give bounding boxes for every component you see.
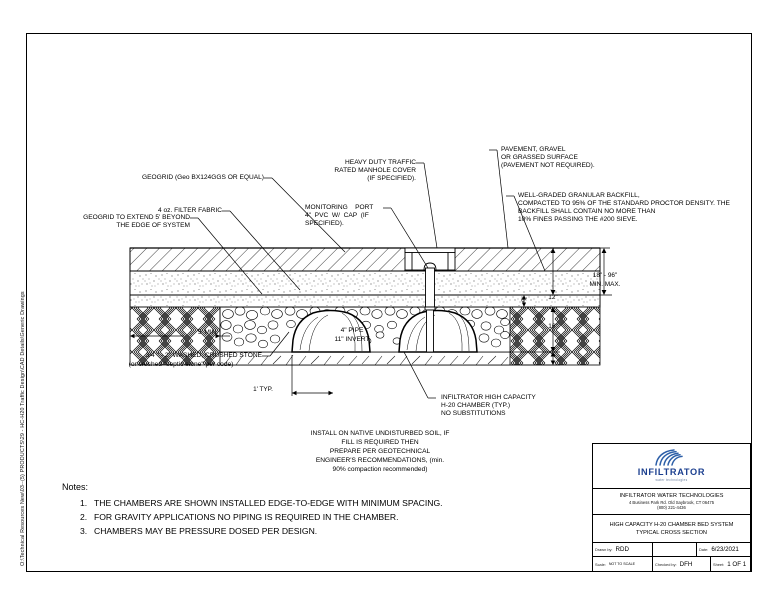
scale-value: NOT TO SCALE [608,562,635,567]
drawn-by-value: RDD [615,546,629,554]
callout-backfill-line2: COMPACTED TO 95% OF THE STANDARD PROCTOR… [518,200,730,207]
callout-chamber-line3: NO SUBSTITUTIONS [441,410,506,417]
blank-field [653,543,697,557]
callout-pipe-line2: 11" INVERT [334,336,370,343]
title-block-row-1: Drawn by: RDD Date: 6/23/2021 [593,543,750,558]
dimension-cover-depth-line2: MIN. MAX. [589,281,621,288]
callout-monitoring-port-line3: SPECIFIED). [305,220,344,227]
note-item: 1. THE CHAMBERS ARE SHOWN INSTALLED EDGE… [62,496,542,510]
callout-subgrade-line1: INSTALL ON NATIVE UNDISTURBED SOIL, IF [310,430,450,437]
date-field: Date: 6/23/2021 [697,543,750,556]
scale-label: Scale: [595,561,606,567]
callout-geogrid-type: GEOGRID (Geo BX124GGS OR EQUAL) [141,174,264,181]
notes-title: Notes: [62,482,89,492]
callout-monitoring-port-line1: MONITORING PORT [305,204,374,211]
note-item: 2. FOR GRAVITY APPLICATIONS NO PIPING IS… [62,510,542,524]
note-number: 2. [80,512,88,522]
dimension-12-inch: 12" [548,294,558,301]
callout-backfill-line3: BACKFILL SHALL CONTAIN NO MORE THAN [518,208,656,215]
callout-chamber-line2: H-20 CHAMBER (TYP.) [441,402,511,409]
callout-manhole-line2: RATED MANHOLE COVER [334,167,416,174]
drawing-title-line1: HIGH CAPACITY H-20 CHAMBER BED SYSTEM [609,521,734,528]
dimension-6-inch: 6" [521,297,527,304]
company-name: INFILTRATOR WATER TECHNOLOGIES [619,493,724,500]
callout-manhole-line3: (IF SPECIFIED). [367,175,416,182]
sheet-field: Sheet: 1 OF 1 [711,557,750,571]
callout-backfill-line4: 10% FINES PASSING THE #200 SIEVE. [518,216,638,223]
infiltrator-wave-icon [654,449,683,467]
note-text: CHAMBERS MAY BE PRESSURE DOSED PER DESIG… [94,526,318,536]
drawn-by-label: Drawn by: [595,547,613,553]
dimension-5-ft-min: 5' MIN. [197,329,219,336]
drawing-title-line2: TYPICAL CROSS SECTION [636,529,707,536]
dimension-1-ft-typ: 1' TYP. [253,386,273,393]
callout-stone-line1: 3/4 " - 2" WASHED, CRUSHED STONE [145,352,262,359]
company-address: 4 Business Park Rd. Old Saybrook, CT 064… [628,500,715,506]
checked-by-field: Checked by: DFH [653,557,711,571]
callout-geogrid-extend-line2: THE EDGE OF SYSTEM [116,222,190,229]
note-text: FOR GRAVITY APPLICATIONS NO PIPING IS RE… [94,512,399,522]
drawing-description: HIGH CAPACITY H-20 CHAMBER BED SYSTEM TY… [593,515,750,544]
callout-pipe-line1: 4" PIPE [340,327,364,334]
drawn-by-field: Drawn by: RDD [593,543,653,557]
dimension-16-inch: 16" [548,323,558,330]
callout-pavement-line2: OR GRASSED SURFACE [501,154,578,161]
notes-block: Notes: 1. THE CHAMBERS ARE SHOWN INSTALL… [62,482,542,538]
checked-by-label: Checked by: [655,561,677,567]
dimension-cover-depth-line1: 18" - 96" [592,272,618,279]
sheet-border [26,33,752,572]
title-block-row-2: Scale: NOT TO SCALE Checked by: DFH Shee… [593,557,750,571]
callout-subgrade-line5: 90% compaction recommended) [332,466,428,473]
callout-backfill-line1: WELL-GRADED GRANULAR BACKFILL, [518,192,640,199]
callout-pavement-line3: (PAVEMENT NOT REQUIRED). [501,162,595,169]
date-label: Date: [699,547,709,553]
note-number: 3. [80,526,88,536]
checked-by-value: DFH [679,560,693,568]
sheet-value: 1 OF 1 [727,560,747,568]
callout-pavement-line1: PAVEMENT, GRAVEL [501,146,566,153]
callout-chamber-line1: INFILTRATOR HIGH CAPACITY [441,394,536,401]
note-item: 3. CHAMBERS MAY BE PRESSURE DOSED PER DE… [62,524,542,538]
scale-field: Scale: NOT TO SCALE [593,557,653,571]
company-info: INFILTRATOR WATER TECHNOLOGIES 4 Busines… [593,489,750,516]
sheet-label: Sheet: [713,561,725,567]
logo-tagline: water technologies [655,478,688,483]
callout-stone-line2: (or crushed "septic stone" per code) [128,361,234,368]
date-value: 6/23/2021 [711,546,739,554]
callout-filter-fabric: 4 oz. FILTER FABRIC [158,207,222,214]
note-number: 1. [80,498,88,508]
logo-wordmark: INFILTRATOR [637,467,706,478]
callout-subgrade-line4: ENGINEER'S RECOMMENDATIONS, (min. [315,457,445,464]
company-phone: (800) 221-4436 [657,505,686,511]
title-block: INFILTRATOR water technologies INFILTRAT… [592,443,751,572]
callout-subgrade-line2: FILL IS REQUIRED THEN [341,439,419,446]
company-logo: INFILTRATOR water technologies [593,444,750,489]
note-text: THE CHAMBERS ARE SHOWN INSTALLED EDGE-TO… [94,498,443,508]
callout-geogrid-extend-line1: GEOGRID TO EXTEND 5' BEYOND [83,214,190,221]
callout-manhole-line1: HEAVY DUTY TRAFFIC [345,159,416,166]
callout-monitoring-port-line2: 4" PVC W/ CAP (IF [305,212,369,219]
callout-subgrade-line3: PREPARE PER GEOTECHNICAL [329,448,431,455]
